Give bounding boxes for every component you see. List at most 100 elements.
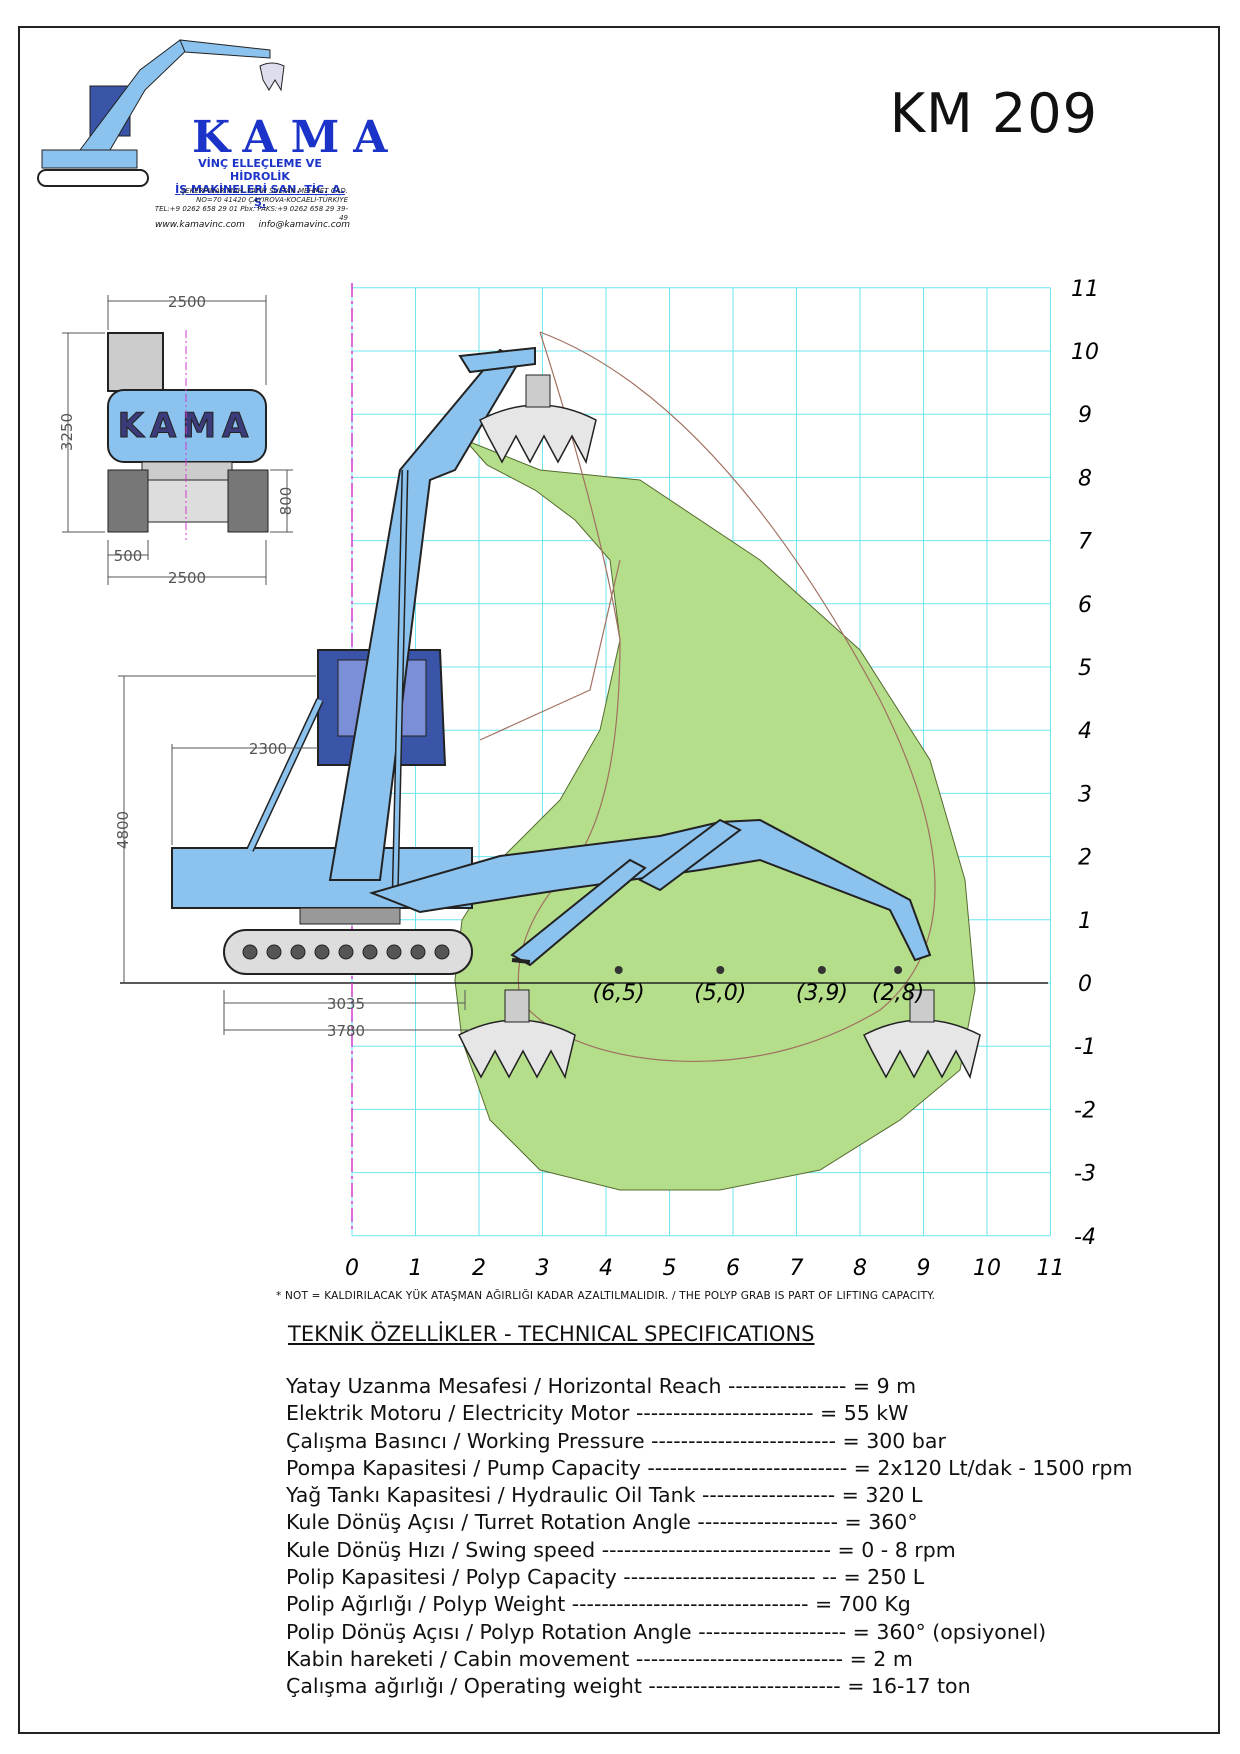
spec-dash: ---------------------------: [640, 1455, 854, 1480]
x-tick-label: 10: [973, 1256, 1001, 1281]
spec-dash: -------------------: [690, 1510, 845, 1535]
y-tick-label: -3: [1074, 1162, 1096, 1187]
spec-dash: -------------------------- --: [616, 1565, 844, 1590]
reach-envelope-area: [454, 439, 976, 1191]
spec-value: = 9 m: [852, 1374, 917, 1398]
spec-dash: --------------------: [691, 1619, 853, 1644]
x-tick-label: 1: [409, 1256, 423, 1281]
dim-front-bottom-width: 2500: [168, 569, 206, 587]
track-wheel-icon: [386, 944, 402, 960]
polyp-grab-icons: [457, 374, 981, 1080]
spec-value: = 320 L: [841, 1483, 923, 1508]
spec-label: Kule Dönüş Açısı / Turret Rotation Angle: [286, 1510, 691, 1535]
x-tick-label: 6: [726, 1256, 740, 1281]
x-tick-label: 11: [1037, 1256, 1065, 1281]
dim-side-length-2: 3780: [327, 1022, 365, 1040]
y-tick-label: 11: [1071, 277, 1099, 302]
spec-dash: --------------------------------: [565, 1592, 815, 1617]
spec-value: = 700 Kg: [815, 1592, 911, 1617]
y-tick-label: 2: [1078, 846, 1092, 871]
y-tick-label: 1: [1078, 909, 1092, 934]
dim-front-top-width: 2500: [168, 293, 206, 311]
y-tick-label: 3: [1078, 782, 1092, 807]
spec-dash: ----------------------------: [629, 1646, 850, 1671]
spec-label: Kule Dönüş Hızı / Swing speed: [286, 1537, 596, 1562]
logo-machine-icon: [37, 39, 285, 187]
y-tick-label: -1: [1074, 1035, 1096, 1060]
y-tick-label: -2: [1074, 1098, 1096, 1123]
specs-title: TEKNİK ÖZELLİKLER - TECHNICAL SPECIFICAT…: [288, 1322, 815, 1346]
email-link[interactable]: info@kamavinc.com: [258, 220, 350, 230]
spec-row: Kule Dönüş Hızı / Swing speed ----------…: [286, 1537, 1206, 1564]
spec-label: Çalışma Basıncı / Working Pressure: [286, 1428, 645, 1453]
spec-row: Elektrik Motoru / Electricity Motor ----…: [286, 1400, 1206, 1427]
track-wheel-icon: [338, 944, 354, 960]
spec-dash: -------------------------: [644, 1428, 843, 1453]
address-line-2: NO=70 41420 ÇAYIROVA-KOCAELİ-TÜRKİYE: [196, 196, 348, 204]
website-link[interactable]: www.kamavinc.com: [155, 220, 245, 230]
spec-value: = 360° (opsiyonel): [852, 1619, 1047, 1644]
x-tick-label: 2: [472, 1256, 486, 1281]
spec-row: Yatay Uzanma Mesafesi / Horizontal Reach…: [286, 1373, 1206, 1400]
capacity-point-label: (5,0): [694, 981, 746, 1006]
spec-row: Kabin hareketi / Cabin movement --------…: [286, 1646, 1206, 1673]
company-line-1: VİNÇ ELLEÇLEME VE HİDROLİK: [198, 157, 322, 183]
x-tick-label: 0: [345, 1256, 359, 1281]
y-tick-label: 7: [1078, 530, 1092, 555]
contact-row: www.kamavinc.com info@kamavinc.com: [155, 220, 350, 230]
lifting-note: * NOT = KALDIRILACAK YÜK ATAŞMAN AĞIRLIĞ…: [276, 1290, 936, 1302]
x-tick-label: 8: [853, 1256, 867, 1281]
spec-row: Polip Dönüş Açısı / Polyp Rotation Angle…: [286, 1619, 1206, 1646]
spec-value: = 2x120 Lt/dak - 1500 rpm: [853, 1455, 1133, 1480]
polyp-grab-icon: [862, 1019, 981, 1080]
dim-side-width: 2300: [249, 740, 287, 758]
track-wheel-icon: [314, 944, 330, 960]
capacity-point-label: (2,8): [872, 981, 924, 1006]
brand-name: KAMA: [192, 112, 402, 163]
spec-row: Pompa Kapasitesi / Pump Capacity -------…: [286, 1455, 1206, 1482]
polyp-grab-icon: [457, 1019, 576, 1080]
page-frame: [18, 26, 1220, 1734]
polyp-grab-icon: [478, 404, 597, 465]
track-wheel-icon: [434, 944, 450, 960]
capacity-point-marker: [817, 966, 826, 974]
spec-value: = 360°: [844, 1510, 918, 1535]
spec-dash: -------------------------------: [595, 1537, 838, 1562]
spec-row: Kule Dönüş Açısı / Turret Rotation Angle…: [286, 1509, 1206, 1536]
spec-row: Çalışma ağırlığı / Operating weight ----…: [286, 1673, 1206, 1700]
y-tick-label: 6: [1078, 593, 1092, 618]
inner-arc-line: [479, 559, 621, 741]
y-tick-label: 0: [1078, 972, 1092, 997]
capacity-point-marker: [894, 966, 903, 974]
spec-label: Kabin hareketi / Cabin movement: [286, 1646, 630, 1671]
track-wheel-icon: [362, 944, 378, 960]
company-line-2: İŞ MAKİNELERİ SAN. TİC. A. Ş.: [175, 183, 345, 209]
x-tick-label: 7: [790, 1256, 804, 1281]
spec-value: = 2 m: [849, 1646, 913, 1671]
side-dimension-lines: [118, 675, 470, 1035]
company-address: ŞEKERPINAR MAH. FATİH SULTAN MEHMET CAD.…: [152, 187, 348, 223]
capacity-point-label: (3,9): [796, 981, 848, 1006]
spec-dash: ------------------------: [629, 1401, 821, 1426]
spec-value: = 16-17 ton: [847, 1674, 971, 1699]
model-title: KM 209: [889, 82, 1098, 145]
y-tick-label: -4: [1074, 1225, 1096, 1250]
spec-dash: ----------------: [721, 1374, 853, 1398]
y-tick-label: 9: [1078, 403, 1092, 428]
address-line-1: ŞEKERPINAR MAH. FATİH SULTAN MEHMET CAD.: [180, 187, 348, 195]
capacity-point-marker: [716, 966, 725, 974]
track-wheel-icon: [242, 944, 258, 960]
y-tick-label: 10: [1071, 340, 1099, 365]
track-wheel-icon: [266, 944, 282, 960]
spec-value: = 55 kW: [820, 1401, 909, 1426]
spec-row: Polip Kapasitesi / Polyp Capacity ------…: [286, 1564, 1206, 1591]
dim-track-width: 500: [114, 547, 143, 565]
swing-arc-line: [517, 331, 936, 1063]
spec-row: Çalışma Basıncı / Working Pressure -----…: [286, 1428, 1206, 1455]
machine-logo-text: KAMA: [118, 406, 255, 446]
track-wheel-icon: [410, 944, 426, 960]
address-line-3: TEL:+9 0262 658 29 01 Pbx. FAKS:+9 0262 …: [154, 205, 348, 222]
